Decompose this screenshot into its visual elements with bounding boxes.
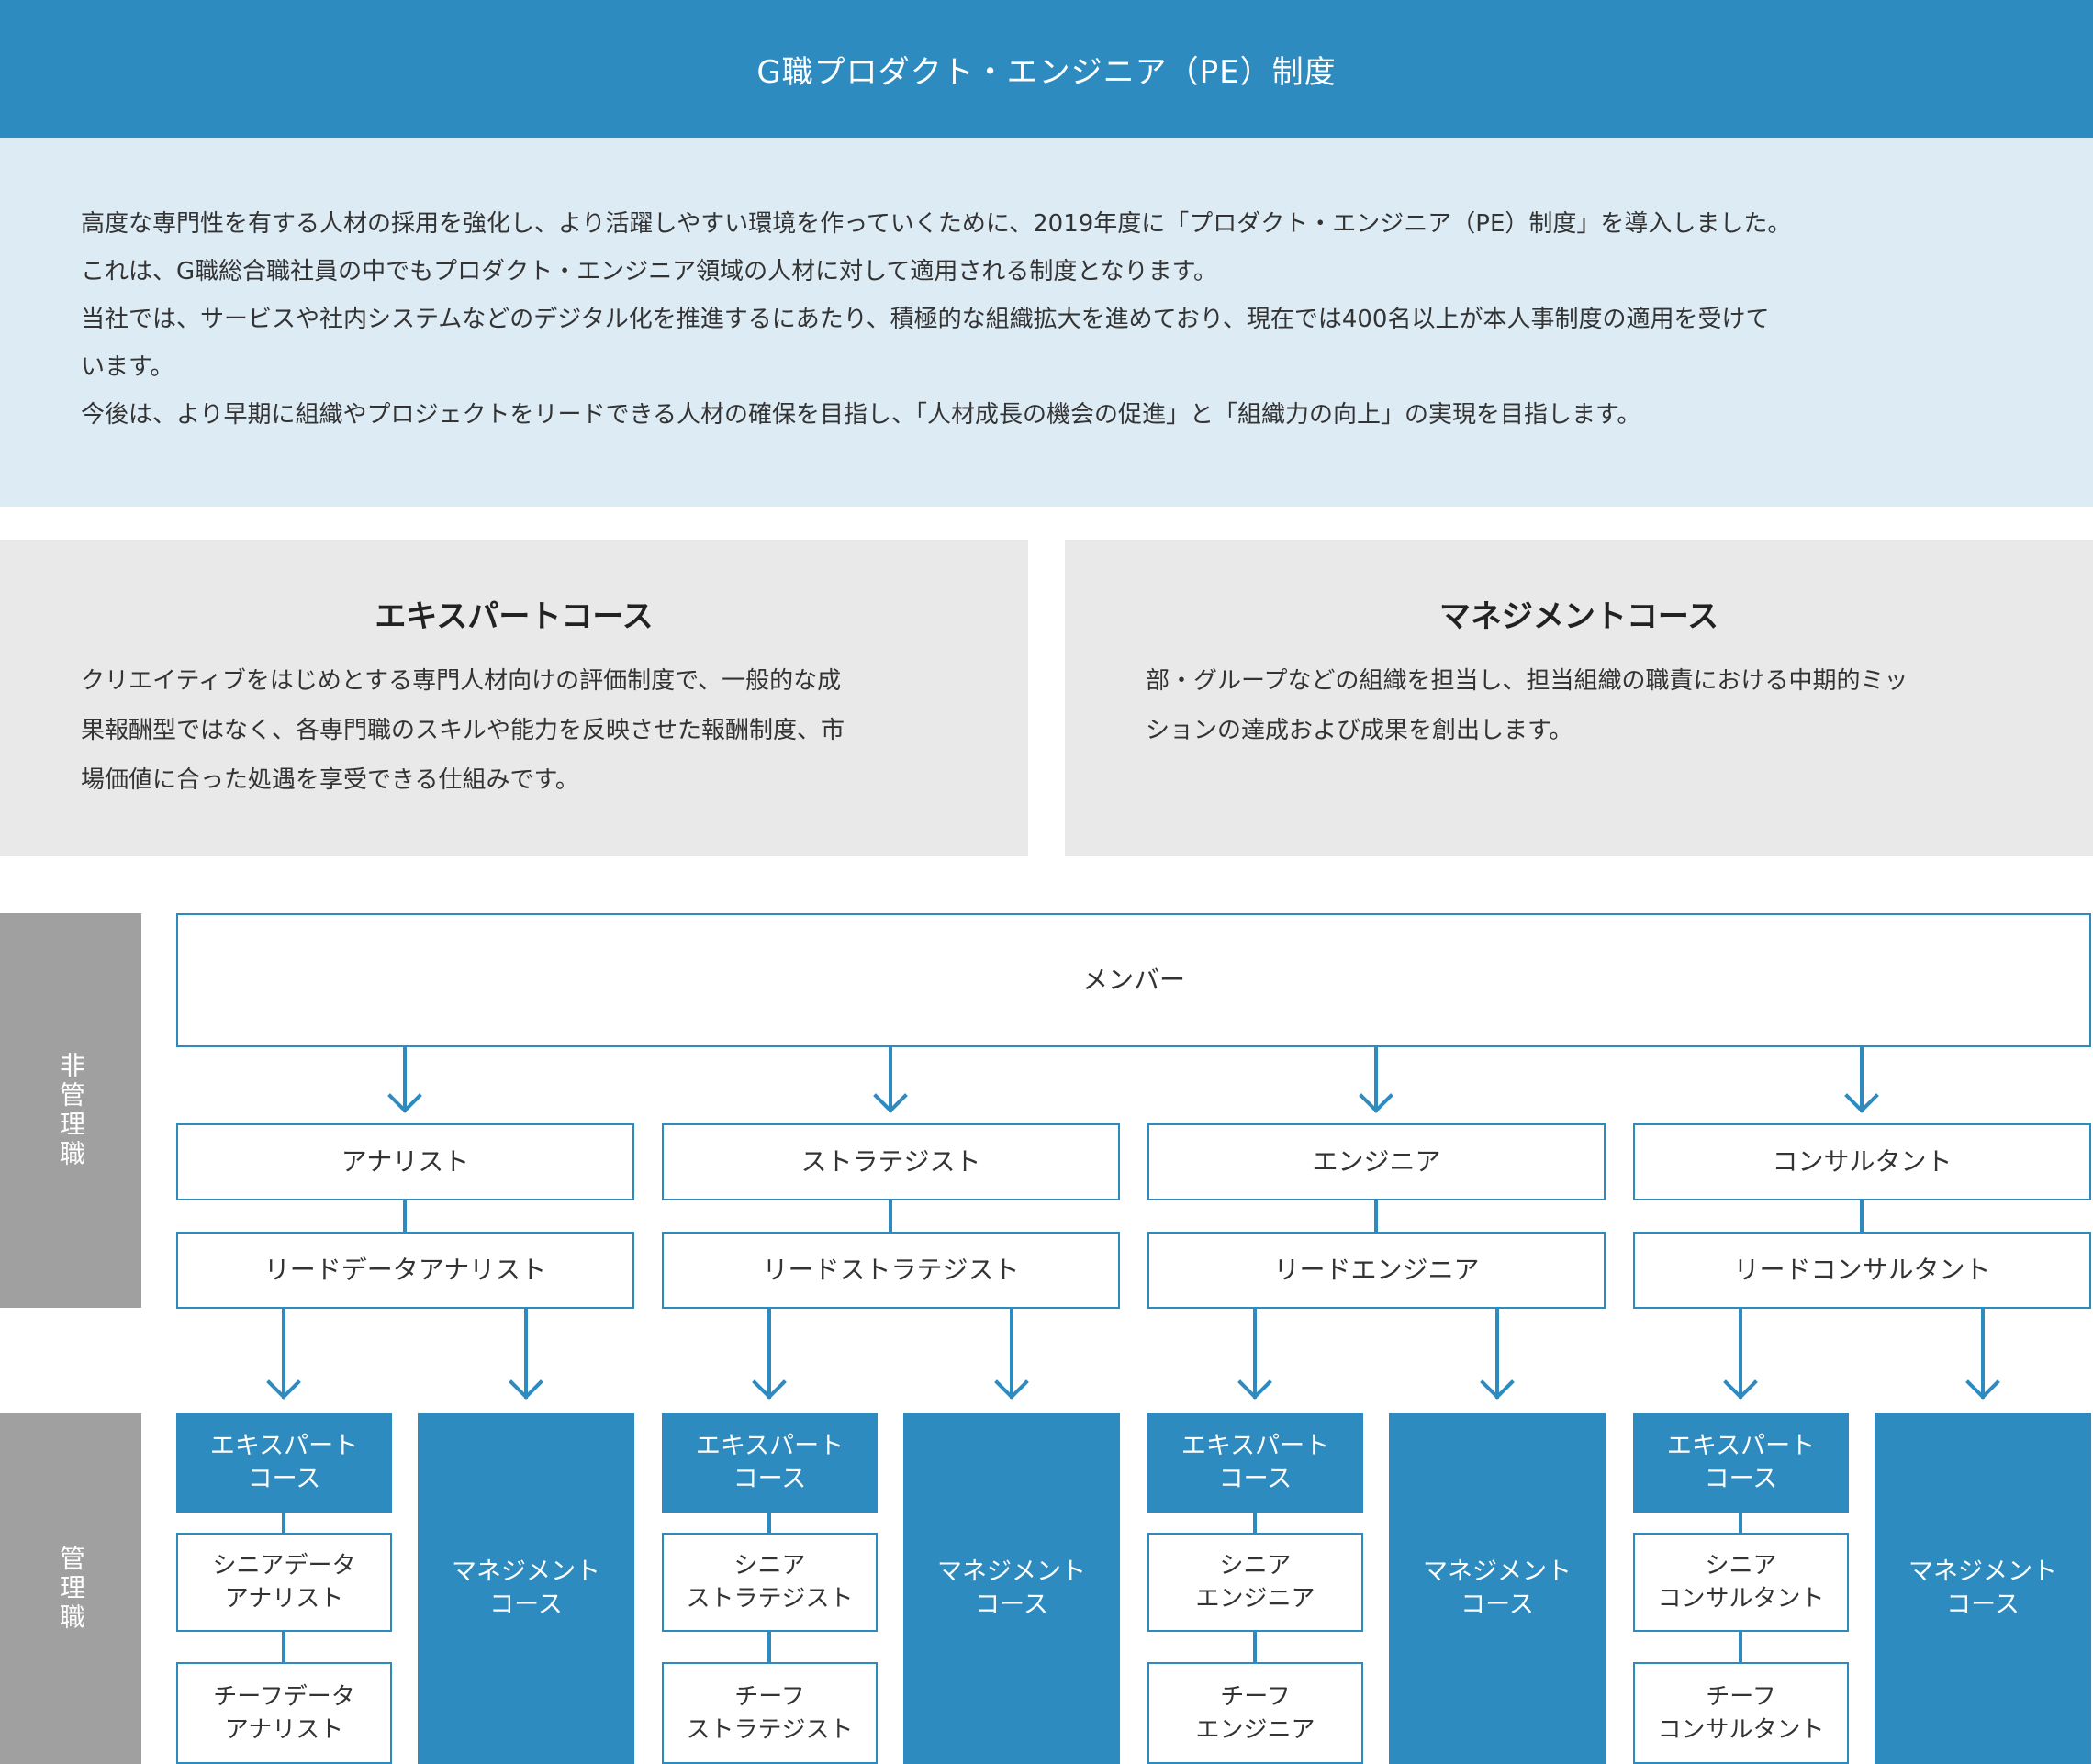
- lead-box-consultant: リードコンサルタント: [1633, 1232, 2091, 1309]
- chief-box: チーフ コンサルタント: [1633, 1662, 1849, 1764]
- role-box-consultant: コンサルタント: [1633, 1123, 2091, 1200]
- side-label-text: 非管理職: [56, 1052, 86, 1169]
- expert-label: エキスパート コース: [695, 1432, 845, 1493]
- arrow-head: [1844, 1093, 1879, 1113]
- chief-box: チーフ エンジニア: [1147, 1662, 1363, 1764]
- chief-box: チーフデータ アナリスト: [176, 1662, 392, 1764]
- expert-course-box: エキスパート コース: [1633, 1413, 1849, 1513]
- lead-label: リードストラテジスト: [762, 1255, 1020, 1285]
- management-label: マネジメント コース: [1908, 1557, 2057, 1619]
- expert-course-line: クリエイティブをはじめとする専門人材向けの評価制度で、一般的な成: [81, 667, 842, 695]
- member-label: メンバー: [1081, 965, 1185, 995]
- senior-box: シニア エンジニア: [1147, 1533, 1363, 1632]
- role-box-engineer: エンジニア: [1147, 1123, 1606, 1200]
- intro-line: 当社では、サービスや社内システムなどのデジタル化を推進するにあたり、積極的な組織…: [81, 306, 1770, 333]
- senior-label: シニア ストラテジスト: [686, 1552, 854, 1613]
- management-label: マネジメント コース: [452, 1557, 600, 1619]
- management-course-box: マネジメント コース: [1389, 1413, 1606, 1764]
- intro-section: 高度な専門性を有する人材の採用を強化し、より活躍しやすい環境を作っていくために、…: [0, 138, 2093, 507]
- lead-label: リードコンサルタント: [1733, 1255, 1991, 1285]
- role-label: アナリスト: [341, 1146, 470, 1177]
- expert-course-line: 果報酬型ではなく、各専門職のスキルや能力を反映させた報酬制度、市: [81, 717, 845, 744]
- management-label: マネジメント コース: [1423, 1557, 1572, 1619]
- intro-line: これは、G職総合職社員の中でもプロダクト・エンジニア領域の人材に対して適用される…: [81, 258, 1217, 285]
- side-label-text: 管理職: [56, 1545, 86, 1633]
- expert-label: エキスパート コース: [1181, 1432, 1330, 1493]
- chief-label: チーフ コンサルタント: [1657, 1682, 1825, 1744]
- expert-course-box: エキスパート コース: [176, 1413, 392, 1513]
- arrow-head: [1237, 1379, 1272, 1400]
- member-box: メンバー: [176, 913, 2091, 1047]
- management-course-box: マネジメント コース: [1875, 1413, 2091, 1764]
- expert-course-title: エキスパートコース: [375, 598, 654, 635]
- intro-line: 今後は、より早期に組織やプロジェクトをリードできる人材の確保を目指し、「人材成長…: [81, 401, 1641, 429]
- lead-label: リードエンジニア: [1273, 1255, 1480, 1285]
- senior-label: シニアデータ アナリスト: [212, 1552, 356, 1613]
- arrow-head: [1723, 1379, 1758, 1400]
- intro-line: 高度な専門性を有する人材の採用を強化し、より活躍しやすい環境を作っていくために、…: [81, 210, 1792, 238]
- arrow-head: [994, 1379, 1029, 1400]
- management-course-title: マネジメントコース: [1438, 598, 1719, 635]
- management-label: マネジメント コース: [937, 1557, 1086, 1619]
- chief-label: チーフ エンジニア: [1195, 1682, 1315, 1744]
- arrow-head: [873, 1093, 908, 1113]
- side-label-non-management: 非管理職: [0, 913, 141, 1308]
- management-course-line: ションの達成および成果を創出します。: [1146, 717, 1573, 744]
- lead-box-engineer: リードエンジニア: [1147, 1232, 1606, 1309]
- role-box-strategist: ストラテジスト: [662, 1123, 1120, 1200]
- side-label-management: 管理職: [0, 1413, 141, 1764]
- management-course-box: マネジメント コース: [903, 1413, 1120, 1764]
- lead-label: リードデータアナリスト: [263, 1255, 547, 1285]
- arrow-head: [1965, 1379, 2000, 1400]
- arrow-head: [1480, 1379, 1515, 1400]
- expert-course-panel: エキスパートコース クリエイティブをはじめとする専門人材向けの評価制度で、一般的…: [0, 540, 1028, 856]
- role-label: ストラテジスト: [800, 1146, 981, 1177]
- management-course-line: 部・グループなどの組織を担当し、担当組織の職責における中期的ミッ: [1146, 667, 1908, 695]
- arrow-head: [1359, 1093, 1393, 1113]
- arrow-head: [266, 1379, 301, 1400]
- role-box-analyst: アナリスト: [176, 1123, 634, 1200]
- chief-box: チーフ ストラテジスト: [662, 1662, 878, 1764]
- expert-course-line: 場価値に合った処遇を享受できる仕組みです。: [81, 766, 579, 794]
- page-title: G職プロダクト・エンジニア（PE）制度: [0, 0, 2093, 138]
- role-label: コンサルタント: [1772, 1146, 1953, 1177]
- role-label: エンジニア: [1312, 1146, 1441, 1177]
- expert-label: エキスパート コース: [1666, 1432, 1816, 1493]
- management-course-panel: マネジメントコース 部・グループなどの組織を担当し、担当組織の職責における中期的…: [1065, 540, 2093, 856]
- intro-line: います。: [81, 353, 174, 381]
- senior-box: シニア ストラテジスト: [662, 1533, 878, 1632]
- management-course-box: マネジメント コース: [418, 1413, 634, 1764]
- expert-course-box: エキスパート コース: [662, 1413, 878, 1513]
- senior-box: シニア コンサルタント: [1633, 1533, 1849, 1632]
- chief-label: チーフデータ アナリスト: [213, 1682, 355, 1744]
- arrow-head: [509, 1379, 543, 1400]
- senior-label: シニア エンジニア: [1195, 1552, 1315, 1613]
- lead-box-strategist: リードストラテジスト: [662, 1232, 1120, 1309]
- lead-box-analyst: リードデータアナリスト: [176, 1232, 634, 1309]
- senior-box: シニアデータ アナリスト: [176, 1533, 392, 1632]
- arrow-head: [387, 1093, 422, 1113]
- senior-label: シニア コンサルタント: [1657, 1552, 1825, 1613]
- expert-course-box: エキスパート コース: [1147, 1413, 1363, 1513]
- expert-label: エキスパート コース: [209, 1432, 359, 1493]
- arrow-head: [752, 1379, 787, 1400]
- chief-label: チーフ ストラテジスト: [686, 1682, 854, 1744]
